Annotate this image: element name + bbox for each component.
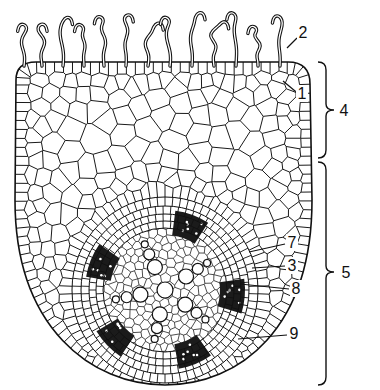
radial-walls (72, 197, 258, 383)
cell-ring (89, 214, 241, 366)
xylem-vessel (204, 259, 211, 266)
sieve-cell (99, 258, 102, 261)
xylem-vessel (152, 307, 167, 322)
xylem-vessel (151, 323, 162, 334)
callout-number: 2 (297, 24, 310, 41)
sieve-cell (109, 265, 112, 268)
xylem-vessel (191, 307, 202, 318)
root-hair-lumen (190, 13, 205, 66)
xylem-vessel (202, 316, 209, 323)
sieve-cell (189, 343, 192, 346)
root-hair (272, 16, 282, 66)
xylem-vessel (147, 260, 162, 275)
xylem-vessel (157, 282, 173, 298)
sieve-cell (192, 354, 195, 357)
cell-ring (96, 221, 234, 359)
root-hair-lumen (18, 24, 27, 66)
root-hair (190, 13, 205, 66)
root-hair-lumen (211, 22, 229, 66)
root-hair-lumen (38, 24, 47, 66)
xylem-vessel (133, 287, 148, 302)
xylem-vessel (151, 335, 158, 342)
callout-number: 8 (290, 280, 303, 297)
cell-ring (103, 228, 227, 352)
sieve-cell (111, 340, 114, 343)
callout-number: 3 (286, 257, 299, 274)
stele-ground (72, 197, 258, 383)
leader-line (238, 335, 287, 339)
leader-line (252, 266, 285, 268)
cell-ring (72, 197, 258, 383)
xylem-vessel (178, 297, 193, 312)
epidermis-outline (15, 62, 312, 385)
sieve-cell (182, 353, 185, 356)
xylem-vessel (141, 241, 148, 248)
root-hair-lumen (145, 23, 163, 66)
leader-line (283, 81, 295, 91)
leader-line (240, 284, 289, 289)
sieve-cell (223, 295, 226, 298)
root-hair-lumen (160, 17, 170, 66)
cell-ring (81, 206, 249, 374)
bracket (318, 162, 334, 385)
root-hair (124, 15, 133, 66)
leader-line (249, 244, 285, 252)
callout-number: 4 (338, 102, 351, 119)
root-hair (227, 13, 237, 66)
root-hair (160, 17, 170, 66)
leader-line (287, 38, 297, 48)
root-hair-lumen (272, 16, 282, 66)
sieve-cell (100, 274, 103, 277)
root-hair (94, 17, 105, 66)
sieve-cell (186, 350, 189, 353)
root-hair-lumen (60, 17, 72, 66)
root-hair (145, 23, 163, 66)
sieve-cell (196, 354, 199, 357)
sieve-cell (187, 228, 190, 231)
root-hair-lumen (124, 15, 133, 66)
root-hair-lumen (248, 26, 260, 66)
phloem (86, 211, 245, 369)
bracket (318, 62, 334, 158)
brackets (318, 62, 334, 385)
root-hair (18, 24, 27, 66)
callout-number: 1 (296, 85, 309, 102)
root-hair (75, 25, 85, 66)
root-hair-lumen (94, 17, 105, 66)
callout-number: 9 (288, 325, 301, 342)
leader-lines (238, 38, 297, 339)
root-hair (60, 17, 72, 66)
callout-number: 7 (286, 234, 299, 251)
sieve-cell (116, 322, 119, 325)
root-hair-lumen (75, 25, 85, 66)
root-hair (38, 24, 47, 66)
sieve-cell (195, 232, 198, 235)
root-hair (248, 26, 260, 66)
xylem-vessel (144, 249, 155, 260)
xylem-vessel (179, 269, 194, 284)
sieve-cell (119, 327, 122, 330)
callout-number: 5 (340, 264, 353, 281)
sieve-cell (238, 289, 241, 292)
root-hair-lumen (227, 13, 237, 66)
root-hairs (18, 13, 283, 66)
xylem-vessel (192, 263, 203, 274)
xylem (112, 241, 210, 343)
xylem-vessel (112, 296, 119, 303)
xylem-vessel (121, 292, 132, 303)
sieve-cell (186, 221, 189, 224)
root-hair (211, 22, 229, 66)
